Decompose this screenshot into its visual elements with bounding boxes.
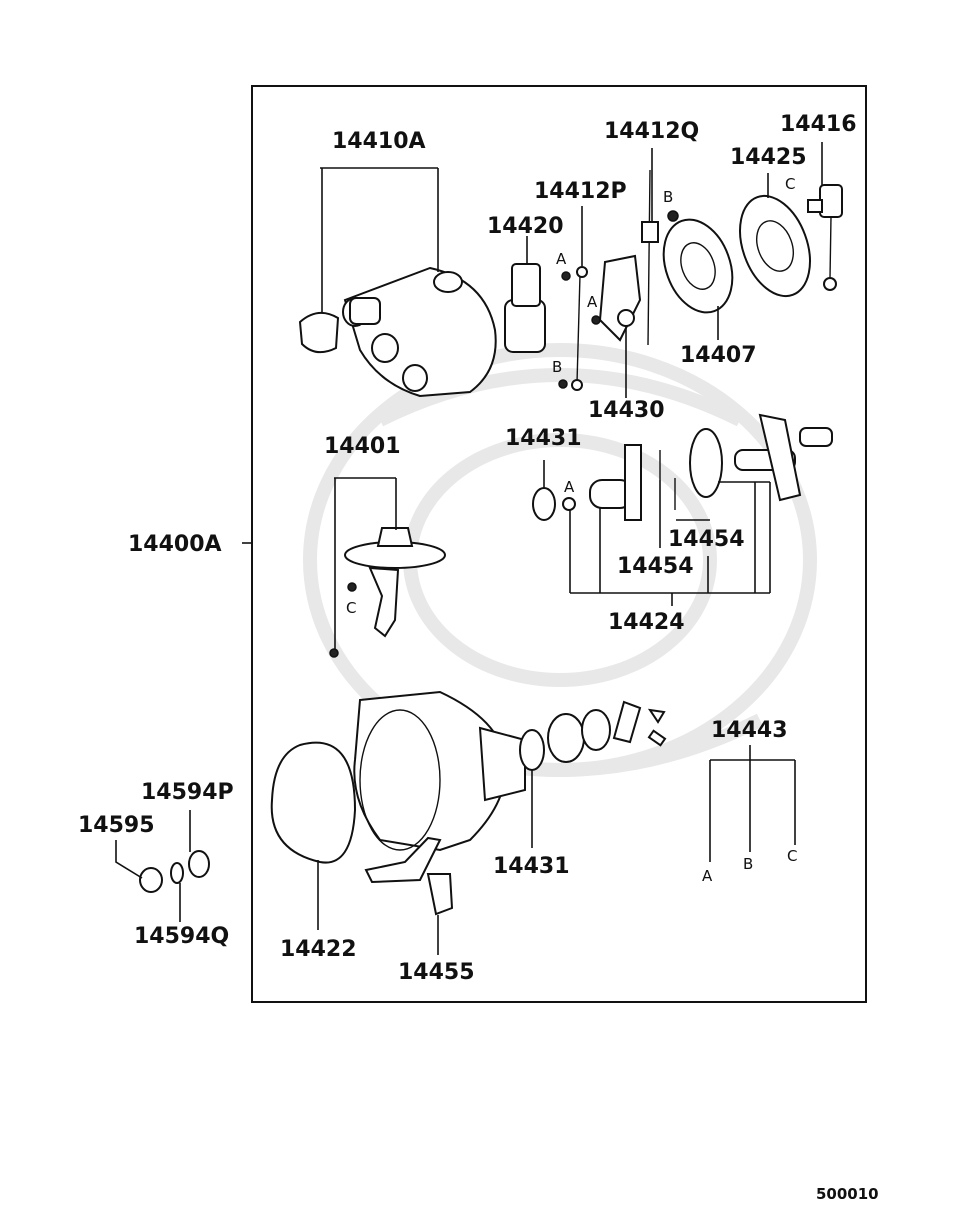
label-oring-top: 14431: [505, 426, 582, 451]
leader-lines: [115, 142, 823, 955]
label-terminal: 14455: [398, 960, 475, 985]
label-ref-code: 500010: [816, 1185, 879, 1203]
condenser-drawing: [807, 184, 843, 291]
housing-drawing: [270, 690, 667, 916]
callout-c-vacuum: C: [346, 599, 356, 617]
callout-b-pickup: B: [663, 188, 673, 206]
callout-a-plate: A: [587, 293, 598, 311]
label-advance-plate: 14430: [588, 398, 665, 423]
callout-c-screw: C: [787, 847, 797, 865]
label-governor: 14424: [608, 610, 685, 635]
label-lead-p: 14412P: [534, 179, 627, 204]
callout-b-screw: B: [743, 855, 753, 873]
callout-b-lead: B: [552, 358, 562, 376]
label-assembly: 14400A: [128, 532, 222, 557]
label-nut: 14595: [78, 813, 155, 838]
vacuum-unit-drawing: [329, 527, 446, 658]
pickup-disc-drawing: [662, 218, 734, 314]
distributor-cap-drawing: [298, 266, 497, 398]
label-condenser: 14416: [780, 112, 857, 137]
label-oring-bottom: 14431: [493, 854, 570, 879]
label-washer-p: 14594P: [141, 780, 234, 805]
callout-c-breaker: C: [785, 175, 795, 193]
label-lead-q: 14412Q: [604, 119, 699, 144]
label-washer-q: 14594Q: [134, 924, 229, 949]
nut-washers-drawing: [139, 850, 210, 893]
callout-a-governor: A: [564, 478, 575, 496]
label-screw-set: 14443: [711, 718, 788, 743]
lead-wires-drawing: [558, 169, 679, 391]
label-spring-a: 14454: [668, 527, 745, 552]
label-spring-b: 14454: [617, 554, 694, 579]
advance-plate-drawing: [598, 254, 642, 342]
label-cap: 14410A: [332, 129, 426, 154]
part-labels: 14410A 14420 14412P 14412Q 14416 14425 1…: [78, 112, 879, 1203]
letter-callouts: A A B B C A C A B C: [346, 175, 797, 885]
label-housing-clamp: 14422: [280, 937, 357, 962]
assembly-frame: [251, 85, 867, 1003]
label-pickup: 14407: [680, 343, 757, 368]
callout-a-rotor: A: [556, 250, 567, 268]
callout-a-screw: A: [702, 867, 713, 885]
label-rotor: 14420: [487, 214, 564, 239]
label-breaker-plate: 14425: [730, 145, 807, 170]
label-vacuum-unit: 14401: [324, 434, 401, 459]
governor-parts-drawing: [532, 413, 833, 521]
rotor-drawing: [504, 263, 546, 353]
breaker-plate-drawing: [739, 194, 811, 298]
